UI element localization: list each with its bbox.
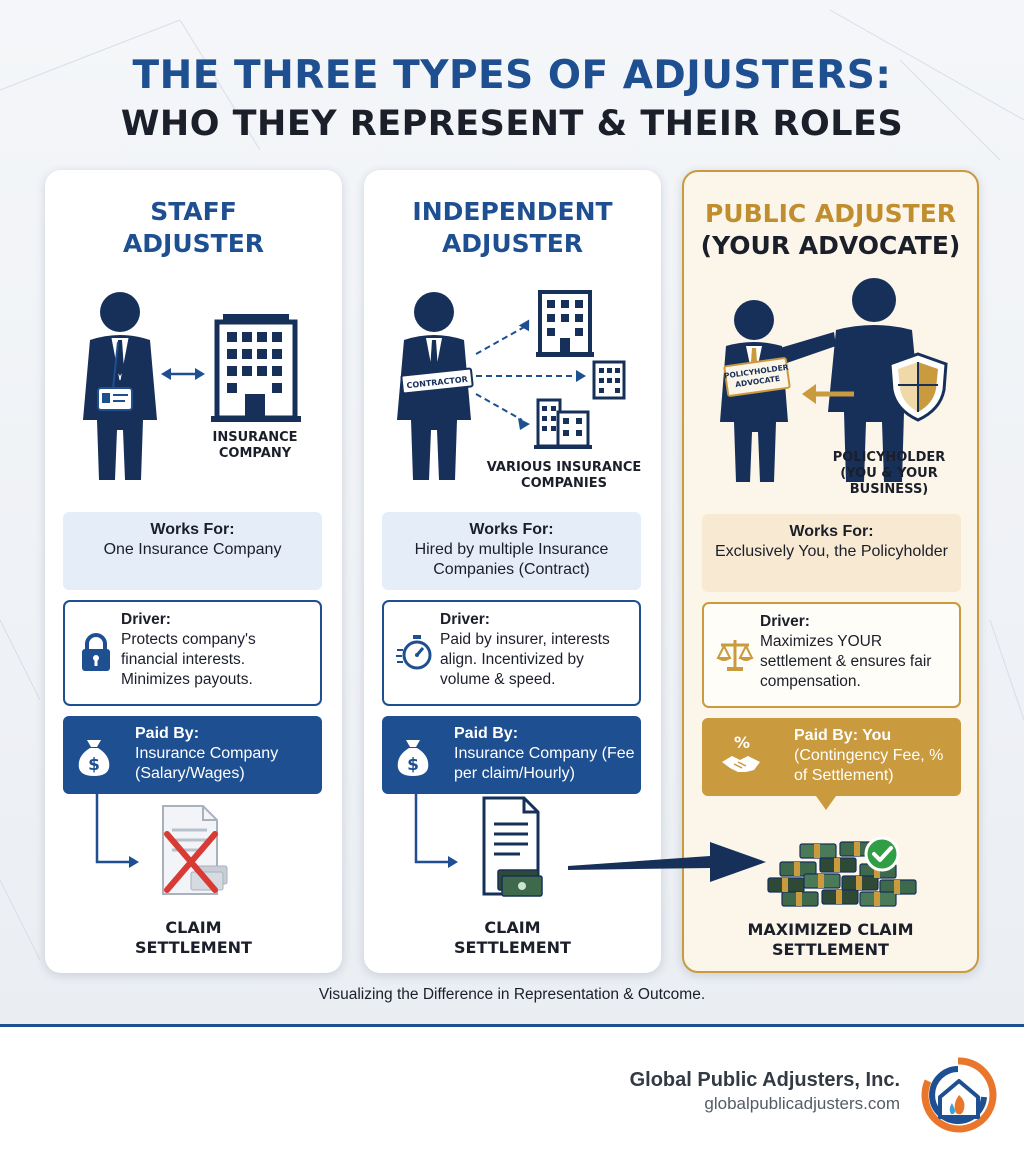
title-line-1: THE THREE TYPES OF ADJUSTERS: bbox=[132, 53, 892, 98]
id-badge-icon bbox=[97, 341, 133, 411]
works-for-text: Exclusively You, the Policyholder bbox=[714, 543, 949, 560]
public-adjuster-card: PUBLIC ADJUSTER (YOUR ADVOCATE) bbox=[682, 170, 979, 973]
caption-line: VARIOUS INSURANCE bbox=[486, 460, 642, 475]
driver-text: Paid by insurer, interests align. Incent… bbox=[440, 631, 610, 688]
result-line: CLAIM bbox=[484, 918, 541, 937]
independent-adjuster-card: INDEPENDENT ADJUSTER CONTRACTOR bbox=[364, 170, 661, 973]
illustration-caption: VARIOUS INSURANCE COMPANIES bbox=[474, 460, 654, 492]
maximized-settlement-graphic bbox=[767, 836, 917, 907]
card-title-line-1: INDEPENDENT bbox=[412, 197, 613, 226]
caption-line: (YOU & YOUR bbox=[840, 466, 938, 481]
company-building-1-icon bbox=[536, 290, 594, 357]
paid-by-pointer bbox=[816, 796, 836, 810]
works-for-label: Works For: bbox=[469, 521, 554, 538]
paid-by-text: Insurance Company (Fee per claim/Hourly) bbox=[454, 745, 635, 782]
policyholder-advocate-badge: POLICYHOLDER ADVOCATE bbox=[723, 357, 791, 397]
caption-line: INSURANCE bbox=[212, 430, 298, 445]
paid-by-text: Insurance Company (Salary/Wages) bbox=[135, 745, 279, 782]
staff-adjuster-illustration: INSURANCE COMPANY bbox=[45, 270, 342, 510]
result-line: CLAIM bbox=[165, 918, 222, 937]
svg-text:%: % bbox=[734, 733, 750, 752]
illustration-caption: INSURANCE COMPANY bbox=[197, 430, 313, 462]
flow-to-settlement bbox=[414, 794, 543, 897]
caption-line: BUSINESS) bbox=[849, 482, 929, 497]
works-for-box: Works For: Exclusively You, the Policyho… bbox=[702, 514, 961, 592]
card-title: INDEPENDENT ADJUSTER bbox=[364, 196, 661, 260]
driver-box: Driver: Protects company's financial int… bbox=[63, 600, 322, 706]
card-title-line-2: ADJUSTER bbox=[122, 229, 265, 258]
works-for-label: Works For: bbox=[789, 523, 874, 540]
claim-settlement-label: CLAIM SETTLEMENT bbox=[45, 918, 342, 958]
driver-label: Driver: bbox=[760, 613, 810, 630]
stopwatch-icon bbox=[396, 635, 432, 670]
driver-text: Maximizes YOUR settlement & ensures fair… bbox=[760, 633, 932, 690]
caption-line: POLICYHOLDER bbox=[832, 450, 946, 465]
maximized-claim-settlement-label: MAXIMIZED CLAIM SETTLEMENT bbox=[684, 920, 977, 960]
insurance-company-building-icon bbox=[211, 314, 301, 422]
page-title: THE THREE TYPES OF ADJUSTERS: WHO THEY R… bbox=[0, 52, 1024, 148]
outcome-arrow-icon bbox=[568, 842, 766, 882]
works-for-box: Works For: Hired by multiple Insurance C… bbox=[382, 512, 641, 590]
card-title-line-2: (YOUR ADVOCATE) bbox=[700, 231, 961, 260]
result-line: SETTLEMENT bbox=[454, 938, 571, 957]
diagram-subtitle: Visualizing the Difference in Representa… bbox=[318, 986, 706, 1003]
works-for-text: One Insurance Company bbox=[103, 541, 282, 558]
company-name: Global Public Adjusters, Inc. bbox=[629, 1069, 900, 1091]
result-line: SETTLEMENT bbox=[772, 940, 889, 959]
illustration-caption: POLICYHOLDER (YOU & YOUR BUSINESS) bbox=[824, 450, 954, 498]
svg-text:$: $ bbox=[407, 755, 419, 775]
card-title-line-1: STAFF bbox=[150, 197, 237, 226]
result-line: SETTLEMENT bbox=[135, 938, 252, 957]
gold-arrow-icon bbox=[802, 384, 854, 404]
cash-stack-icon bbox=[497, 869, 543, 897]
flow-to-settlement bbox=[95, 794, 228, 895]
caption-line: COMPANY bbox=[218, 446, 292, 461]
shield-icon bbox=[888, 352, 948, 422]
works-for-box: Works For: One Insurance Company bbox=[63, 512, 322, 590]
card-title-line-2: ADJUSTER bbox=[441, 229, 584, 258]
staff-adjuster-card: STAFF ADJUSTER bbox=[45, 170, 342, 973]
paid-by-text: (Contingency Fee, % of Settlement) bbox=[794, 747, 944, 784]
red-x-icon bbox=[164, 831, 218, 893]
handshake-percent-icon: % bbox=[722, 733, 760, 772]
money-bag-icon: $ bbox=[397, 740, 429, 776]
paid-by-label: Paid By: bbox=[454, 725, 519, 742]
paid-by-label: Paid By: bbox=[135, 725, 200, 742]
dashed-arrows-icon bbox=[475, 325, 576, 421]
padlock-icon bbox=[82, 633, 110, 671]
paid-by-box: % Paid By: You (Contingency Fee, % of Se… bbox=[702, 718, 961, 796]
driver-label: Driver: bbox=[121, 611, 171, 628]
company-building-3-icon bbox=[534, 398, 592, 449]
company-building-2-icon bbox=[592, 360, 626, 400]
green-check-icon bbox=[864, 836, 900, 872]
claim-settlement-label: CLAIM SETTLEMENT bbox=[364, 918, 661, 958]
works-for-label: Works For: bbox=[150, 521, 235, 538]
brand-block: Global Public Adjusters, Inc. globalpubl… bbox=[630, 1067, 900, 1115]
driver-text: Protects company's financial interests. … bbox=[121, 631, 256, 688]
driver-box: Driver: Paid by insurer, interests align… bbox=[382, 600, 641, 706]
svg-text:$: $ bbox=[88, 755, 100, 775]
caption-line: COMPANIES bbox=[521, 476, 607, 491]
independent-adjuster-illustration: CONTRACTOR bbox=[364, 270, 661, 510]
paid-by-box: $ Paid By: Insurance Company (Salary/Wag… bbox=[63, 716, 322, 794]
title-line-2: WHO THEY REPRESENT & THEIR ROLES bbox=[120, 104, 904, 144]
company-logo-icon bbox=[921, 1057, 997, 1133]
footer: Global Public Adjusters, Inc. globalpubl… bbox=[0, 1024, 1024, 1154]
works-for-text: Hired by multiple Insurance Companies (C… bbox=[414, 541, 609, 578]
paid-by-box: $ Paid By: Insurance Company (Fee per cl… bbox=[382, 716, 641, 794]
driver-label: Driver: bbox=[440, 611, 490, 628]
paid-by-label: Paid By: You bbox=[794, 727, 892, 744]
adjuster-person-icon bbox=[83, 292, 157, 480]
result-line: MAXIMIZED CLAIM bbox=[747, 920, 914, 939]
card-title: PUBLIC ADJUSTER (YOUR ADVOCATE) bbox=[684, 198, 977, 262]
card-title: STAFF ADJUSTER bbox=[45, 196, 342, 260]
company-url[interactable]: globalpublicadjusters.com bbox=[704, 1094, 900, 1113]
money-bag-icon: $ bbox=[78, 740, 110, 776]
card-title-line-1: PUBLIC ADJUSTER bbox=[704, 199, 957, 228]
scales-icon bbox=[716, 640, 754, 671]
contractor-badge: CONTRACTOR bbox=[400, 367, 474, 395]
driver-box: Driver: Maximizes YOUR settlement & ensu… bbox=[702, 602, 961, 708]
double-arrow-icon bbox=[161, 368, 205, 380]
public-adjuster-illustration: POLICYHOLDER ADVOCATE POLICYHOLDER (YOU … bbox=[684, 272, 981, 512]
